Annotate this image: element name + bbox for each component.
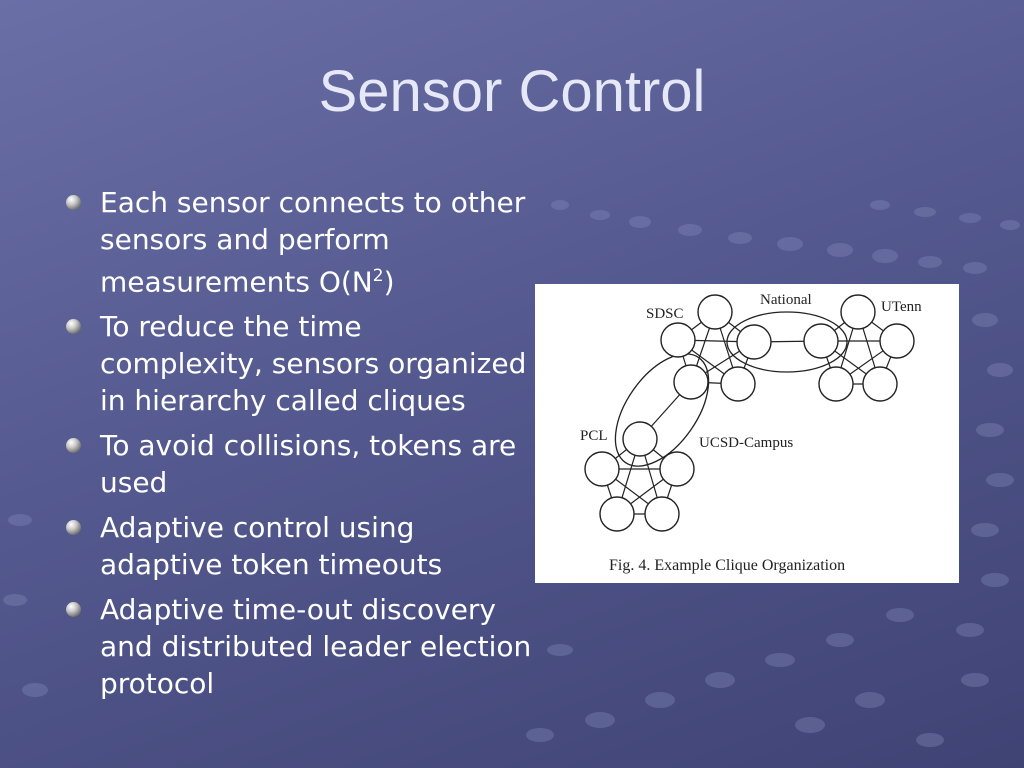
bullet-item: Adaptive time-out discovery and distribu… bbox=[62, 591, 532, 702]
bullet-item: Each sensor connects to other sensors an… bbox=[62, 184, 532, 300]
figure-caption: Fig. 4. Example Clique Organization bbox=[609, 557, 845, 574]
clique-diagram: SDSC National UTenn PCL UCSD-Campus Fig.… bbox=[580, 292, 922, 574]
bullet-item: To reduce the time complexity, sensors o… bbox=[62, 308, 532, 419]
clique-diagram-figure: SDSC National UTenn PCL UCSD-Campus Fig.… bbox=[535, 284, 959, 583]
bullet-text: To avoid collisions, tokens are used bbox=[100, 429, 517, 500]
bullet-item: Adaptive control using adaptive token ti… bbox=[62, 509, 532, 583]
bullet-superscript: 2 bbox=[372, 266, 384, 286]
ucsd-campus-clique-ellipse bbox=[614, 353, 710, 467]
sensor-nodes bbox=[584, 294, 915, 532]
bullet-sphere-icon bbox=[66, 319, 81, 335]
bullet-text-tail: ) bbox=[383, 265, 395, 299]
sdsc-label: SDSC bbox=[646, 306, 684, 322]
bullet-sphere-icon bbox=[66, 520, 81, 536]
utenn-label: UTenn bbox=[881, 299, 922, 315]
bullet-text: Adaptive control using adaptive token ti… bbox=[100, 511, 443, 582]
bullet-sphere-icon bbox=[66, 438, 81, 454]
bullet-text: Each sensor connects to other sensors an… bbox=[100, 186, 526, 299]
national-clique-ellipse bbox=[726, 311, 848, 373]
bullet-sphere-icon bbox=[66, 195, 81, 210]
bullet-text: Adaptive time-out discovery and distribu… bbox=[100, 593, 532, 701]
bullet-text: To reduce the time complexity, sensors o… bbox=[100, 310, 527, 418]
bullet-sphere-icon bbox=[66, 602, 81, 618]
pcl-label: PCL bbox=[580, 428, 608, 444]
national-label: National bbox=[760, 292, 812, 308]
ucsd-campus-label: UCSD-Campus bbox=[699, 435, 793, 451]
bullet-item: To avoid collisions, tokens are used bbox=[62, 427, 532, 501]
bullet-list: Each sensor connects to other sensors an… bbox=[62, 184, 532, 710]
slide-title: Sensor Control bbox=[318, 59, 706, 124]
